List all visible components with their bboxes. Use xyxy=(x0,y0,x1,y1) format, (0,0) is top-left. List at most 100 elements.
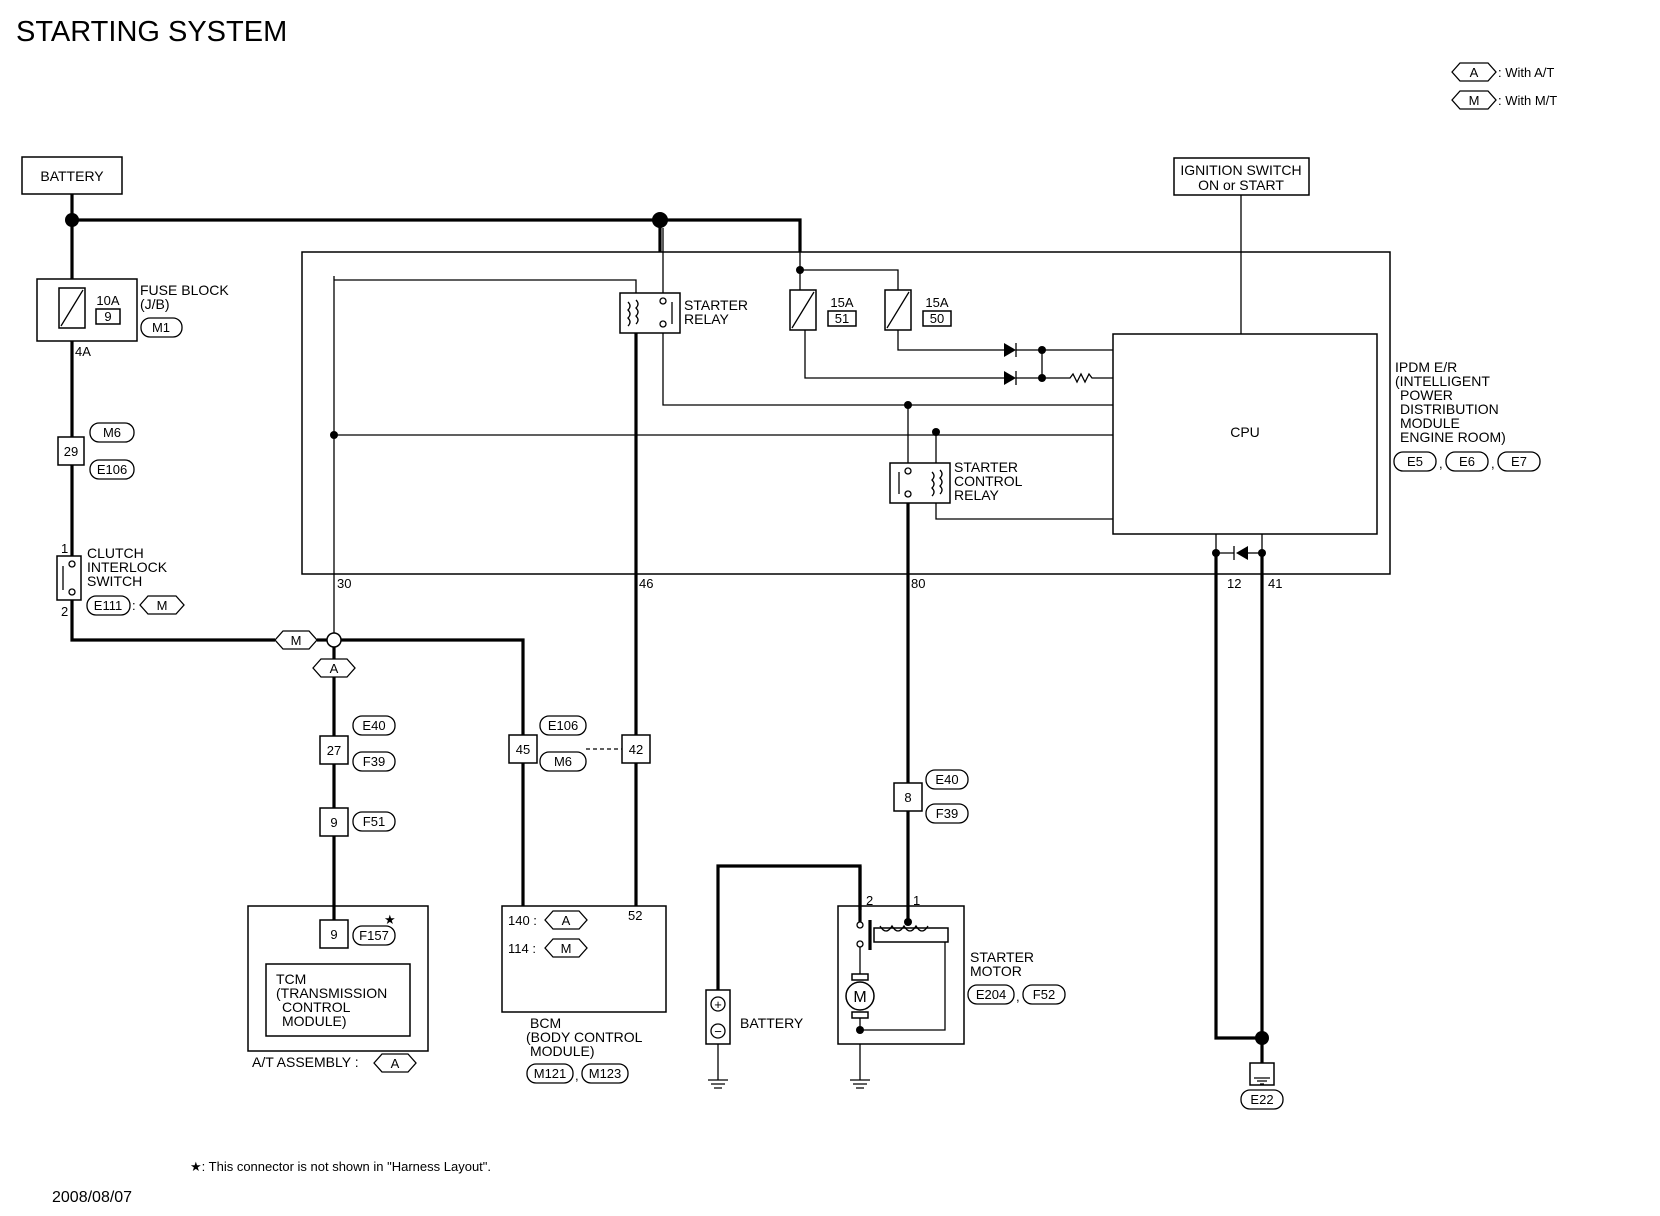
ignition-line1: IGNITION SWITCH xyxy=(1180,162,1301,178)
fuse-50-amp: 15A xyxy=(925,295,948,310)
legend-mt-code: M xyxy=(1469,93,1480,108)
ipdm-line6: ENGINE ROOM) xyxy=(1400,429,1506,445)
ipdm-conn-1: E5 xyxy=(1407,454,1423,469)
connector-9-f51: 9 F51 xyxy=(319,807,396,837)
battery-top-label: BATTERY xyxy=(40,168,104,184)
fuse-50: 15A 50 xyxy=(884,289,952,331)
starter-motor-m: M xyxy=(853,989,866,1006)
bcm-pin-52: 52 xyxy=(628,908,642,923)
bcm-pin-140: 140 : xyxy=(508,913,537,928)
at-assembly: 9 F157 ★ TCM (TRANSMISSION CONTROL MODUL… xyxy=(247,905,429,1073)
fuse-block-line1: FUSE BLOCK xyxy=(140,282,229,298)
fuse-block: 10A 9 FUSE BLOCK (J/B) M1 4A xyxy=(36,278,229,359)
clutch-conn: E111 xyxy=(94,598,122,613)
junction-at-label: A xyxy=(330,661,339,676)
clutch-interlock-switch: 1 2 CLUTCH INTERLOCK SWITCH E111 : M xyxy=(56,541,185,619)
bcm: 140 : A 114 : M 52 BCM (BODY CONTROL MOD… xyxy=(501,905,667,1084)
starter-relay: STARTER RELAY xyxy=(619,292,748,334)
connector-42-num: 42 xyxy=(629,742,643,757)
fuse-block-num: 9 xyxy=(104,309,111,324)
at-assembly-variant: A xyxy=(391,1056,400,1071)
ipdm-line3: POWER xyxy=(1400,387,1453,403)
connector-45: 45 E106 M6 xyxy=(508,715,587,772)
ipdm-comma-1: , xyxy=(1439,456,1443,471)
ipdm-terminal-80: 80 xyxy=(911,576,925,591)
ipdm-conn-3: E7 xyxy=(1511,454,1527,469)
starter-motor-line1: STARTER xyxy=(970,949,1034,965)
ipdm-terminal-30: 30 xyxy=(337,576,351,591)
tcm-line1: TCM xyxy=(276,971,306,987)
ipdm-line2: (INTELLIGENT xyxy=(1395,373,1490,389)
starter-motor-line2: MOTOR xyxy=(970,963,1022,979)
diagram-date: 2008/08/07 xyxy=(52,1189,132,1206)
starter-motor-pin1: 1 xyxy=(913,893,920,908)
ipdm-line1: IPDM E/R xyxy=(1395,359,1457,375)
battery-bottom: + − BATTERY xyxy=(705,989,804,1045)
connector-8: 8 E40 F39 xyxy=(893,769,969,824)
starter-control-relay: STARTER CONTROL RELAY xyxy=(889,459,1023,504)
fuse-51: 15A 51 xyxy=(789,289,857,331)
connector-27-num: 27 xyxy=(327,743,341,758)
starter-motor-pin2: 2 xyxy=(866,893,873,908)
connector-9-conn: F51 xyxy=(363,814,385,829)
at-assembly-label: A/T ASSEMBLY : xyxy=(252,1054,359,1070)
footnote: ★: This connector is not shown in "Harne… xyxy=(190,1159,491,1174)
tcm-line4: MODULE) xyxy=(282,1013,347,1029)
junction-at-tag: A xyxy=(312,658,356,678)
starter-motor: 2 1 M STARTER MOTOR E204 , F52 xyxy=(837,893,1066,1045)
legend-mt: M : With M/T xyxy=(1451,90,1557,110)
bcm-conn-1: M121 xyxy=(534,1066,567,1081)
ipdm-comma-2: , xyxy=(1491,456,1495,471)
connector-29: 29 M6 E106 xyxy=(57,422,135,480)
connector-27: 27 E40 F39 xyxy=(319,715,396,772)
connector-27-bottom: F39 xyxy=(363,754,385,769)
ipdm-conn-2: E6 xyxy=(1459,454,1475,469)
legend-mt-text: : With M/T xyxy=(1498,93,1557,108)
connector-29-num: 29 xyxy=(64,444,78,459)
starter-control-relay-line3: RELAY xyxy=(954,487,1000,503)
connector-45-bottom: M6 xyxy=(554,754,572,769)
fuse-block-conn: M1 xyxy=(152,320,170,335)
ipdm-line4: DISTRIBUTION xyxy=(1400,401,1499,417)
fuse-block-amp: 10A xyxy=(96,293,119,308)
junction-mt-tag: M xyxy=(274,630,318,650)
ipdm-cpu-label: CPU xyxy=(1230,424,1260,440)
clutch-line1: CLUTCH xyxy=(87,545,144,561)
legend-at: A : With A/T xyxy=(1451,62,1554,82)
starter-relay-line2: RELAY xyxy=(684,311,730,327)
connector-42: 42 xyxy=(621,734,651,764)
clutch-variant: M xyxy=(157,598,168,613)
svg-text::: : xyxy=(132,598,136,613)
legend-at-text: : With A/T xyxy=(1498,65,1554,80)
bcm-line1: BCM xyxy=(530,1015,561,1031)
bcm-conn-2: M123 xyxy=(589,1066,622,1081)
connector-9-num: 9 xyxy=(330,815,337,830)
connector-8-top: E40 xyxy=(935,772,958,787)
battery-plus: + xyxy=(714,997,722,1012)
bcm-pin-114-variant: M xyxy=(561,941,572,956)
starter-relay-line1: STARTER xyxy=(684,297,748,313)
ignition-switch-box: IGNITION SWITCH ON or START xyxy=(1173,157,1310,196)
ipdm-terminal-12: 12 xyxy=(1227,576,1241,591)
tcm-conn: F157 xyxy=(359,928,389,943)
legend-at-code: A xyxy=(1470,65,1479,80)
ipdm-line5: MODULE xyxy=(1400,415,1460,431)
bcm-comma: , xyxy=(575,1068,579,1083)
tcm-pin: 9 xyxy=(330,927,337,942)
bcm-line3: MODULE) xyxy=(530,1043,595,1059)
clutch-line2: INTERLOCK xyxy=(87,559,168,575)
starter-motor-comma: , xyxy=(1016,989,1020,1004)
clutch-pin1: 1 xyxy=(61,541,68,556)
connector-29-bottom: E106 xyxy=(97,462,127,477)
clutch-line3: SWITCH xyxy=(87,573,142,589)
fuse-50-num: 50 xyxy=(930,311,944,326)
ipdm-outer-box xyxy=(301,251,1391,575)
bcm-line2: (BODY CONTROL xyxy=(526,1029,643,1045)
fuse-block-terminal: 4A xyxy=(75,344,91,359)
ipdm-terminal-41: 41 xyxy=(1268,576,1282,591)
connector-27-top: E40 xyxy=(362,718,385,733)
diagram-title: STARTING SYSTEM xyxy=(16,16,287,48)
connector-45-num: 45 xyxy=(516,742,530,757)
tcm-line3: CONTROL xyxy=(282,999,351,1015)
